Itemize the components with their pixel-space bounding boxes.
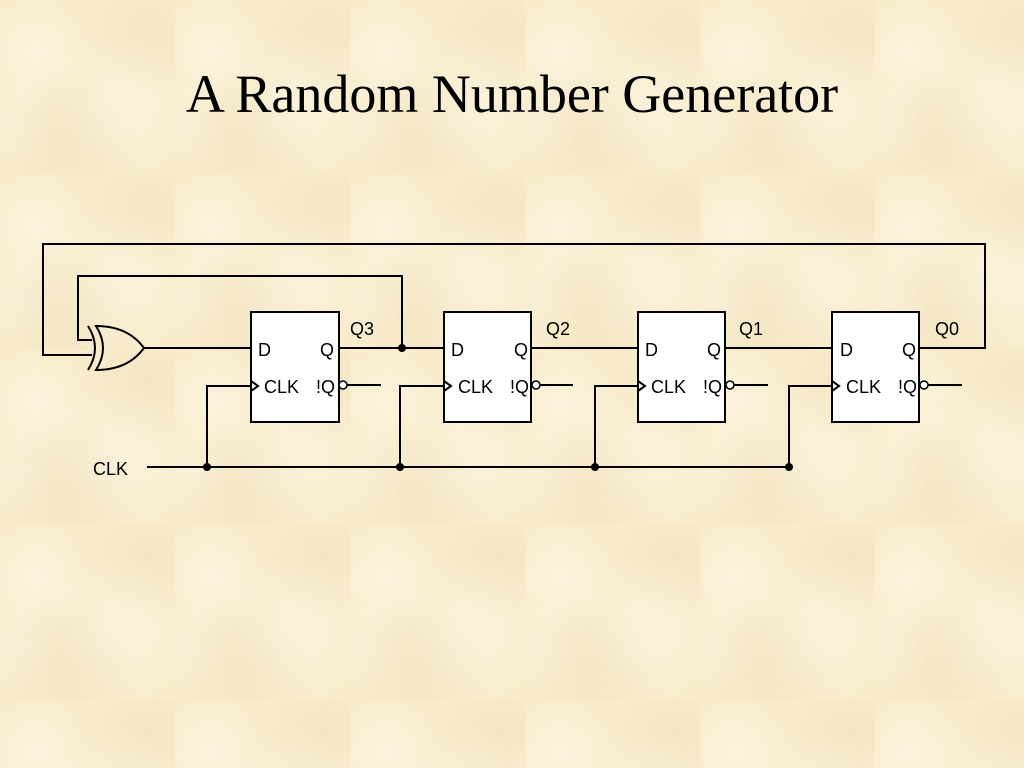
inversion-bubble [338,380,348,390]
xor-gate-body [94,324,146,372]
d-input-label: D [840,340,853,360]
feedback-wire-q0 [42,243,986,356]
junction-dot-clk-ff0 [785,463,793,471]
d-input-label: D [645,340,658,360]
clock-edge-marker [831,380,841,392]
xor-gate [87,324,146,372]
flip-flop-body [443,311,532,423]
q-output-label: Q [320,340,334,360]
clk-input-label: CLK [264,377,299,397]
junction-dot-clk-ff1 [591,463,599,471]
nq-output-label: !Q [510,377,529,397]
flip-flop-body [250,311,340,423]
clock-branch-ff2 [399,385,444,467]
q-output-label: Q [707,340,721,360]
nq-output-label: !Q [898,377,917,397]
clk-input-label: CLK [846,377,881,397]
q-output-label: Q [902,340,916,360]
d-input-label: D [258,340,271,360]
junction-dot-clk-ff3 [203,463,211,471]
clock-edge-marker [637,380,647,392]
junction-dot-q3 [398,344,406,352]
inversion-bubble [531,380,541,390]
inversion-bubble [725,380,735,390]
clock-edge-marker [250,380,260,392]
output-label-q0: Q0 [935,319,959,339]
junction-dot-clk-ff2 [396,463,404,471]
d-input-label: D [451,340,464,360]
flip-flop-q3: D Q CLK !Q Q3 [250,311,381,423]
inversion-bubble [919,380,929,390]
output-label-q3: Q3 [350,319,374,339]
output-label-q1: Q1 [739,319,763,339]
nq-output-label: !Q [703,377,722,397]
nq-output-label: !Q [316,377,335,397]
feedback-wire-q3 [77,275,403,348]
clock-branch-ff3 [206,385,251,467]
clk-input-label: CLK [651,377,686,397]
output-label-q2: Q2 [546,319,570,339]
slide-title: A Random Number Generator [185,64,839,124]
clock-branch-ff1 [594,385,638,467]
clock-label: CLK [93,459,128,479]
flip-flop-body [831,311,920,423]
clock-branch-ff0 [788,385,832,467]
flip-flop-q1: D Q CLK !Q Q1 [637,311,768,423]
xor-gate-input-curve [87,325,96,371]
q-output-label: Q [514,340,528,360]
clock-edge-marker [443,380,453,392]
flip-flop-q0: D Q CLK !Q Q0 [831,311,962,423]
flip-flop-q2: D Q CLK !Q Q2 [443,311,573,423]
flip-flop-body [637,311,726,423]
clk-input-label: CLK [458,377,493,397]
